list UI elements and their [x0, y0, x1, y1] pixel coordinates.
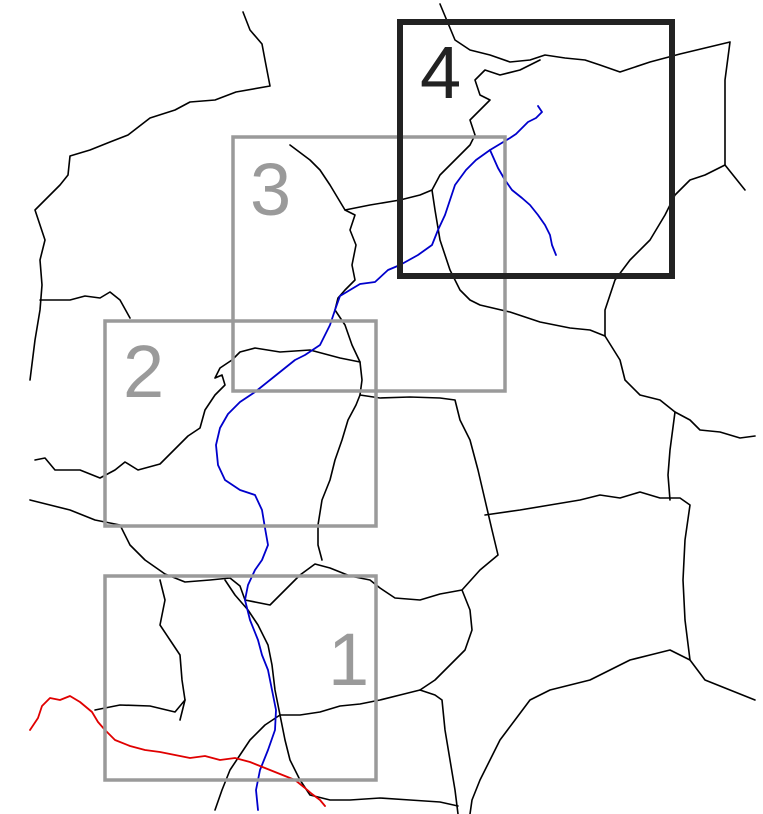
frame-3-label: 3	[250, 148, 291, 231]
frame-4[interactable]: 4	[397, 19, 675, 279]
frame-2[interactable]: 2	[103, 319, 378, 528]
boundary-line	[34, 347, 361, 479]
river-branch	[489, 149, 557, 256]
boundary-line	[159, 579, 186, 721]
river-main	[215, 105, 543, 811]
frame-3[interactable]: 3	[231, 135, 507, 393]
boundary-line	[484, 491, 756, 701]
boundary-line	[469, 649, 691, 814]
boundary-line	[667, 411, 676, 501]
boundary-line	[39, 291, 131, 319]
boundary-line	[604, 164, 756, 439]
boundary-line	[419, 689, 459, 814]
boundary-line	[279, 394, 499, 716]
boundary-line	[29, 499, 463, 606]
boundary-line	[214, 579, 281, 811]
boundary-line	[29, 11, 271, 381]
river-red	[29, 695, 326, 807]
frame-3-border	[231, 135, 507, 393]
frame-1-border	[103, 574, 378, 782]
rivers-layer	[29, 105, 557, 811]
boundaries-layer	[29, 3, 756, 814]
boundary-line	[279, 714, 459, 807]
boundary-line	[344, 189, 433, 211]
boundary-line	[439, 3, 746, 191]
frame-1[interactable]: 1	[103, 574, 378, 782]
frame-4-border	[397, 19, 675, 279]
frame-2-border	[103, 319, 378, 528]
boundary-line	[94, 699, 186, 713]
frame-2-label: 2	[123, 330, 164, 413]
frame-1-label: 1	[328, 618, 369, 701]
frame-4-label: 4	[420, 31, 461, 114]
boundary-line	[289, 144, 363, 561]
frames-layer: 1 2 3 4	[103, 19, 675, 782]
